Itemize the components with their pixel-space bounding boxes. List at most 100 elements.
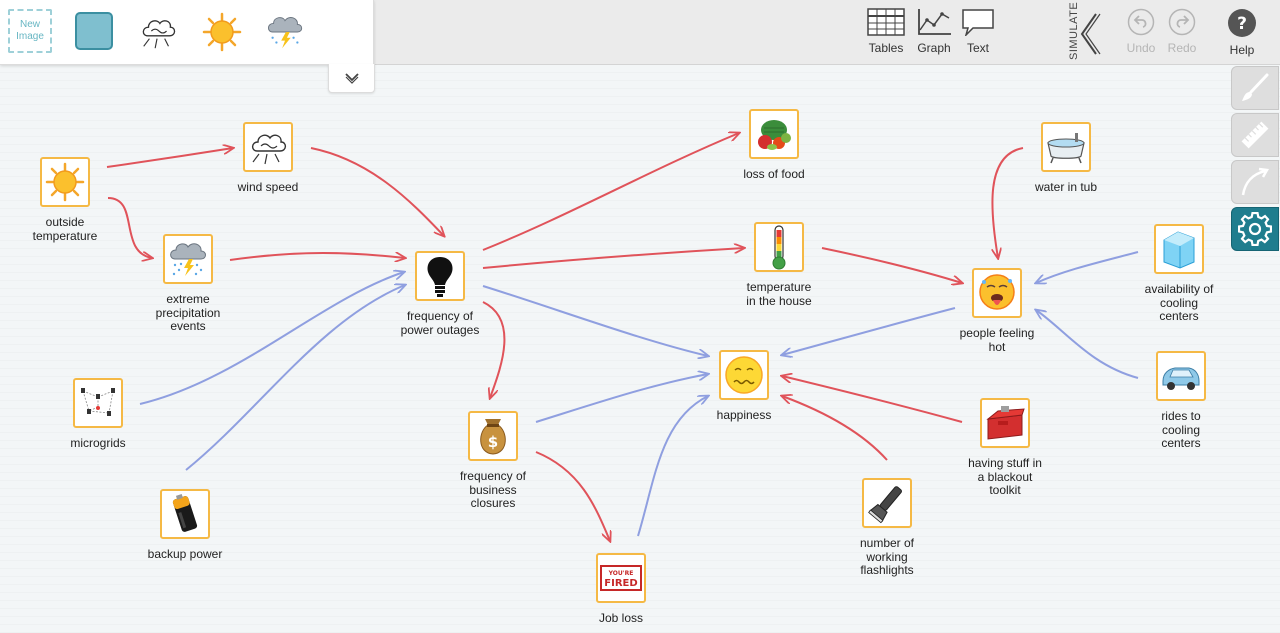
ruler-tool-button[interactable] (1231, 113, 1279, 157)
graph-icon (918, 9, 951, 35)
node-cooling-centers[interactable]: availability of cooling centers (1104, 224, 1254, 324)
link-power-outages-to-happiness[interactable] (482, 285, 708, 356)
draw-tool-button[interactable] (1231, 66, 1279, 110)
node-outside-temperature[interactable]: outside temperature (0, 157, 140, 243)
node-microgrids[interactable]: microgrids (23, 378, 173, 451)
link-flashlights-to-happiness[interactable] (782, 396, 888, 461)
help-icon: ? (1228, 9, 1256, 37)
flashlight-icon (868, 486, 902, 524)
link-microgrids-to-power-outages[interactable] (139, 272, 404, 405)
simulate-toggle[interactable]: SIMULATE (1060, 2, 1104, 62)
node-people-feeling-hot[interactable]: people feeling hot (922, 268, 1072, 354)
node-label: extreme precipitation events (155, 292, 221, 333)
node-tile[interactable] (415, 251, 465, 301)
node-temperature-in-house[interactable]: temperature in the house (704, 222, 854, 308)
node-tile[interactable] (243, 122, 293, 172)
node-job-loss[interactable]: YOU'RE FIRED Job loss (546, 553, 696, 626)
node-tile[interactable]: $ (468, 411, 518, 461)
node-rides-to-cooling-centers[interactable]: rides to cooling centers (1106, 351, 1256, 451)
bathtub-icon (1047, 133, 1085, 164)
curve-arrow-icon (1241, 167, 1270, 196)
node-blackout-toolkit[interactable]: having stuff in a blackout toolkit (930, 398, 1080, 498)
node-label: wind speed (237, 180, 299, 194)
node-label: outside temperature (32, 215, 98, 243)
node-power-outages[interactable]: frequency of power outages (365, 251, 515, 337)
node-tile[interactable] (749, 109, 799, 159)
undo-button[interactable]: Undo (1121, 8, 1161, 55)
node-label: frequency of power outages (400, 309, 480, 337)
link-house-temperature-to-people-hot[interactable] (821, 247, 962, 283)
node-tile[interactable] (1154, 224, 1204, 274)
settings-tool-button[interactable] (1231, 207, 1279, 251)
link-outside-temperature-to-precipitation[interactable] (107, 197, 152, 258)
node-tile[interactable] (1156, 351, 1206, 401)
link-business-closures-to-job-loss[interactable] (535, 451, 610, 541)
node-tile[interactable] (40, 157, 90, 207)
link-power-outages-to-house-temperature[interactable] (482, 248, 744, 269)
text-button[interactable]: Text (959, 8, 997, 55)
link-precipitation-to-power-outages[interactable] (229, 253, 405, 260)
node-label: Job loss (598, 611, 644, 625)
link-tool-button[interactable] (1231, 160, 1279, 204)
graph-button[interactable]: Graph (914, 8, 954, 55)
link-rides-to-people-hot[interactable] (1036, 310, 1139, 379)
node-tile[interactable] (754, 222, 804, 272)
link-wind-speed-to-power-outages[interactable] (310, 147, 444, 236)
node-working-flashlights[interactable]: number of working flashlights (812, 478, 962, 578)
node-tile[interactable] (980, 398, 1030, 448)
help-button[interactable]: ? Help (1222, 8, 1262, 57)
node-water-in-tub[interactable]: water in tub (991, 122, 1141, 195)
link-water-tub-to-people-hot[interactable] (992, 147, 1024, 258)
ruler-icon (1241, 121, 1269, 149)
node-tile[interactable] (862, 478, 912, 528)
link-toolkit-to-happiness[interactable] (782, 376, 963, 423)
smiley-icon (725, 356, 763, 394)
node-label: people feeling hot (959, 326, 1035, 354)
node-tile[interactable] (719, 350, 769, 400)
hot-face-icon (979, 274, 1015, 310)
node-backup-power[interactable]: backup power (110, 489, 260, 562)
link-people-hot-to-happiness[interactable] (782, 307, 956, 355)
tables-button[interactable]: Tables (866, 8, 906, 55)
redo-button[interactable]: Redo (1162, 8, 1202, 55)
link-power-outages-to-loss-of-food[interactable] (482, 133, 739, 251)
node-label: microgrids (70, 436, 126, 450)
node-label: availability of cooling centers (1144, 282, 1214, 323)
node-label: frequency of business closures (459, 469, 527, 510)
node-loss-of-food[interactable]: loss of food (699, 109, 849, 182)
chevron-down-icon (344, 73, 359, 84)
node-extreme-precipitation[interactable]: extreme precipitation events (113, 234, 263, 334)
help-label: Help (1229, 43, 1255, 57)
node-tile[interactable] (972, 268, 1022, 318)
storm-cloud-icon[interactable] (265, 12, 305, 52)
node-tile[interactable]: YOU'RE FIRED (596, 553, 646, 603)
node-tile[interactable] (163, 234, 213, 284)
blank-tile-icon[interactable] (75, 12, 113, 50)
link-power-outages-to-business-closures[interactable] (482, 301, 506, 398)
sun-icon[interactable] (202, 12, 242, 52)
new-image-button[interactable]: New Image (8, 9, 52, 53)
node-tile[interactable] (73, 378, 123, 428)
undo-label: Undo (1126, 41, 1156, 55)
node-label: loss of food (743, 167, 805, 181)
node-wind-speed[interactable]: wind speed (193, 122, 343, 195)
link-outside-temperature-to-wind-speed[interactable] (106, 148, 233, 168)
link-backup-power-to-power-outages[interactable] (185, 285, 405, 471)
palette-expand-button[interactable] (328, 64, 375, 93)
node-label: number of working flashlights (859, 536, 915, 577)
node-business-closures[interactable]: $ frequency of business closures (418, 411, 568, 511)
node-tile[interactable] (160, 489, 210, 539)
sun-icon (45, 162, 85, 202)
node-label: temperature in the house (746, 280, 812, 308)
node-tile[interactable] (1041, 122, 1091, 172)
link-job-loss-to-happiness[interactable] (637, 396, 708, 537)
wind-icon[interactable] (138, 12, 178, 52)
link-cooling-centers-to-people-hot[interactable] (1036, 251, 1139, 283)
ice-icon (1163, 231, 1195, 269)
link-business-closures-to-happiness[interactable] (535, 374, 708, 423)
redo-label: Redo (1167, 41, 1197, 55)
node-happiness[interactable]: happiness (669, 350, 819, 423)
svg-text:$: $ (488, 433, 498, 451)
